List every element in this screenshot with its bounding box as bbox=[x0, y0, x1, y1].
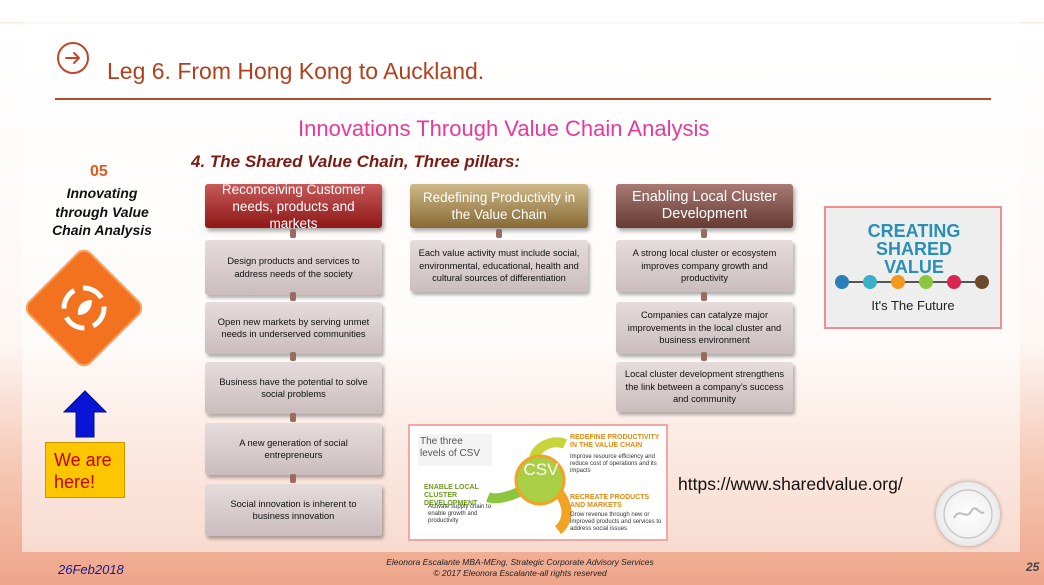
shared-value-link[interactable]: https://www.sharedvalue.org/ bbox=[678, 474, 903, 494]
we-are-here-badge: We are here! bbox=[45, 442, 125, 498]
connector-knob bbox=[290, 352, 296, 361]
title-divider bbox=[55, 98, 991, 100]
csv-image-tagline: It's The Future bbox=[871, 298, 955, 313]
csv-image-title-line2: SHARED VALUE bbox=[875, 239, 952, 277]
connector-knob bbox=[290, 292, 296, 301]
pillar-heading-customer-needs: Reconceiving Customer needs, products an… bbox=[205, 182, 382, 231]
slide-subtitle: Innovations Through Value Chain Analysis bbox=[298, 116, 710, 141]
csv-icons-row bbox=[835, 275, 989, 289]
pillar-2-item: Each value activity must include social,… bbox=[410, 240, 588, 292]
pillar-1-item: Design products and services to address … bbox=[205, 240, 382, 295]
pillar-1-item: Open new markets by serving unmet needs … bbox=[205, 302, 382, 354]
page-number: 25 bbox=[1026, 560, 1040, 574]
csv-enable-title: ENABLE LOCAL CLUSTER DEVELOPMENT bbox=[424, 484, 479, 507]
creating-shared-value-image: CREATING SHARED VALUE It's The Future bbox=[824, 206, 1002, 329]
sidebar-number: 05 bbox=[90, 163, 108, 180]
csv-redefine-title: REDEFINE PRODUCTIVITY IN THE VALUE CHAIN bbox=[570, 434, 660, 449]
connector-knob bbox=[290, 474, 296, 483]
pillar-1-item: Social innovation is inherent to busines… bbox=[205, 484, 382, 536]
csv-enable-text: Activate supply chain to enable growth a… bbox=[428, 504, 492, 524]
csv-redefine-text: Improve resource efficiency and reduce c… bbox=[570, 454, 657, 474]
connector-knob bbox=[701, 352, 707, 361]
connector-knob bbox=[290, 229, 296, 238]
pillar-heading-local-cluster: Enabling Local Cluster Development bbox=[616, 184, 793, 228]
csv-image-title-line1: CREATING bbox=[867, 221, 961, 241]
csv-recreate-text: Grow revenue through new or improved pro… bbox=[570, 512, 662, 532]
footer-date: 26Feb2018 bbox=[58, 562, 124, 577]
csv-center-label: CSV bbox=[523, 460, 559, 479]
csv-recreate-title: RECREATE PRODUCTS AND MARKETS bbox=[570, 494, 650, 509]
recycle-leaf-icon bbox=[61, 285, 107, 331]
pillar-3-item: Local cluster development strengthens th… bbox=[616, 362, 793, 412]
pillar-3-item: Companies can catalyze major improvement… bbox=[616, 302, 793, 354]
footer-credits: Eleonora Escalante MBA-MEng, Strategic C… bbox=[340, 557, 700, 579]
slide-title: Leg 6. From Hong Kong to Auckland. bbox=[107, 58, 485, 84]
we-are-here-line1: We are bbox=[54, 450, 112, 470]
pillar-1-item: Business have the potential to solve soc… bbox=[205, 362, 382, 414]
arrow-circle-icon bbox=[57, 42, 89, 74]
connector-knob bbox=[496, 229, 502, 238]
csv-figure-label: The three levels of CSV bbox=[418, 434, 492, 466]
section-heading: 4. The Shared Value Chain, Three pillars… bbox=[191, 152, 521, 171]
sidebar-label: Innovating through Value Chain Analysis bbox=[52, 185, 152, 238]
up-arrow-icon bbox=[63, 390, 107, 438]
footer-copyright: © 2017 Eleonora Escalante-all rights res… bbox=[433, 568, 607, 578]
we-are-here-line2: here! bbox=[54, 472, 96, 492]
three-levels-of-csv-figure: The three levels of CSV CSV REDEFINE PRO… bbox=[408, 424, 668, 541]
csv-venn-icon bbox=[486, 437, 572, 534]
connector-knob bbox=[290, 413, 296, 422]
connector-knob bbox=[701, 229, 707, 238]
connector-knob bbox=[701, 292, 707, 301]
pillar-3-item: A strong local cluster or ecosystem impr… bbox=[616, 240, 793, 292]
footer-author: Eleonora Escalante MBA-MEng, Strategic C… bbox=[386, 557, 654, 567]
pillar-1-item: A new generation of social entrepreneurs bbox=[205, 423, 382, 475]
pillar-heading-productivity: Redefining Productivity in the Value Cha… bbox=[410, 184, 588, 228]
signature-seal-icon bbox=[936, 482, 1000, 546]
csv-image-title: CREATING SHARED VALUE bbox=[856, 222, 972, 276]
